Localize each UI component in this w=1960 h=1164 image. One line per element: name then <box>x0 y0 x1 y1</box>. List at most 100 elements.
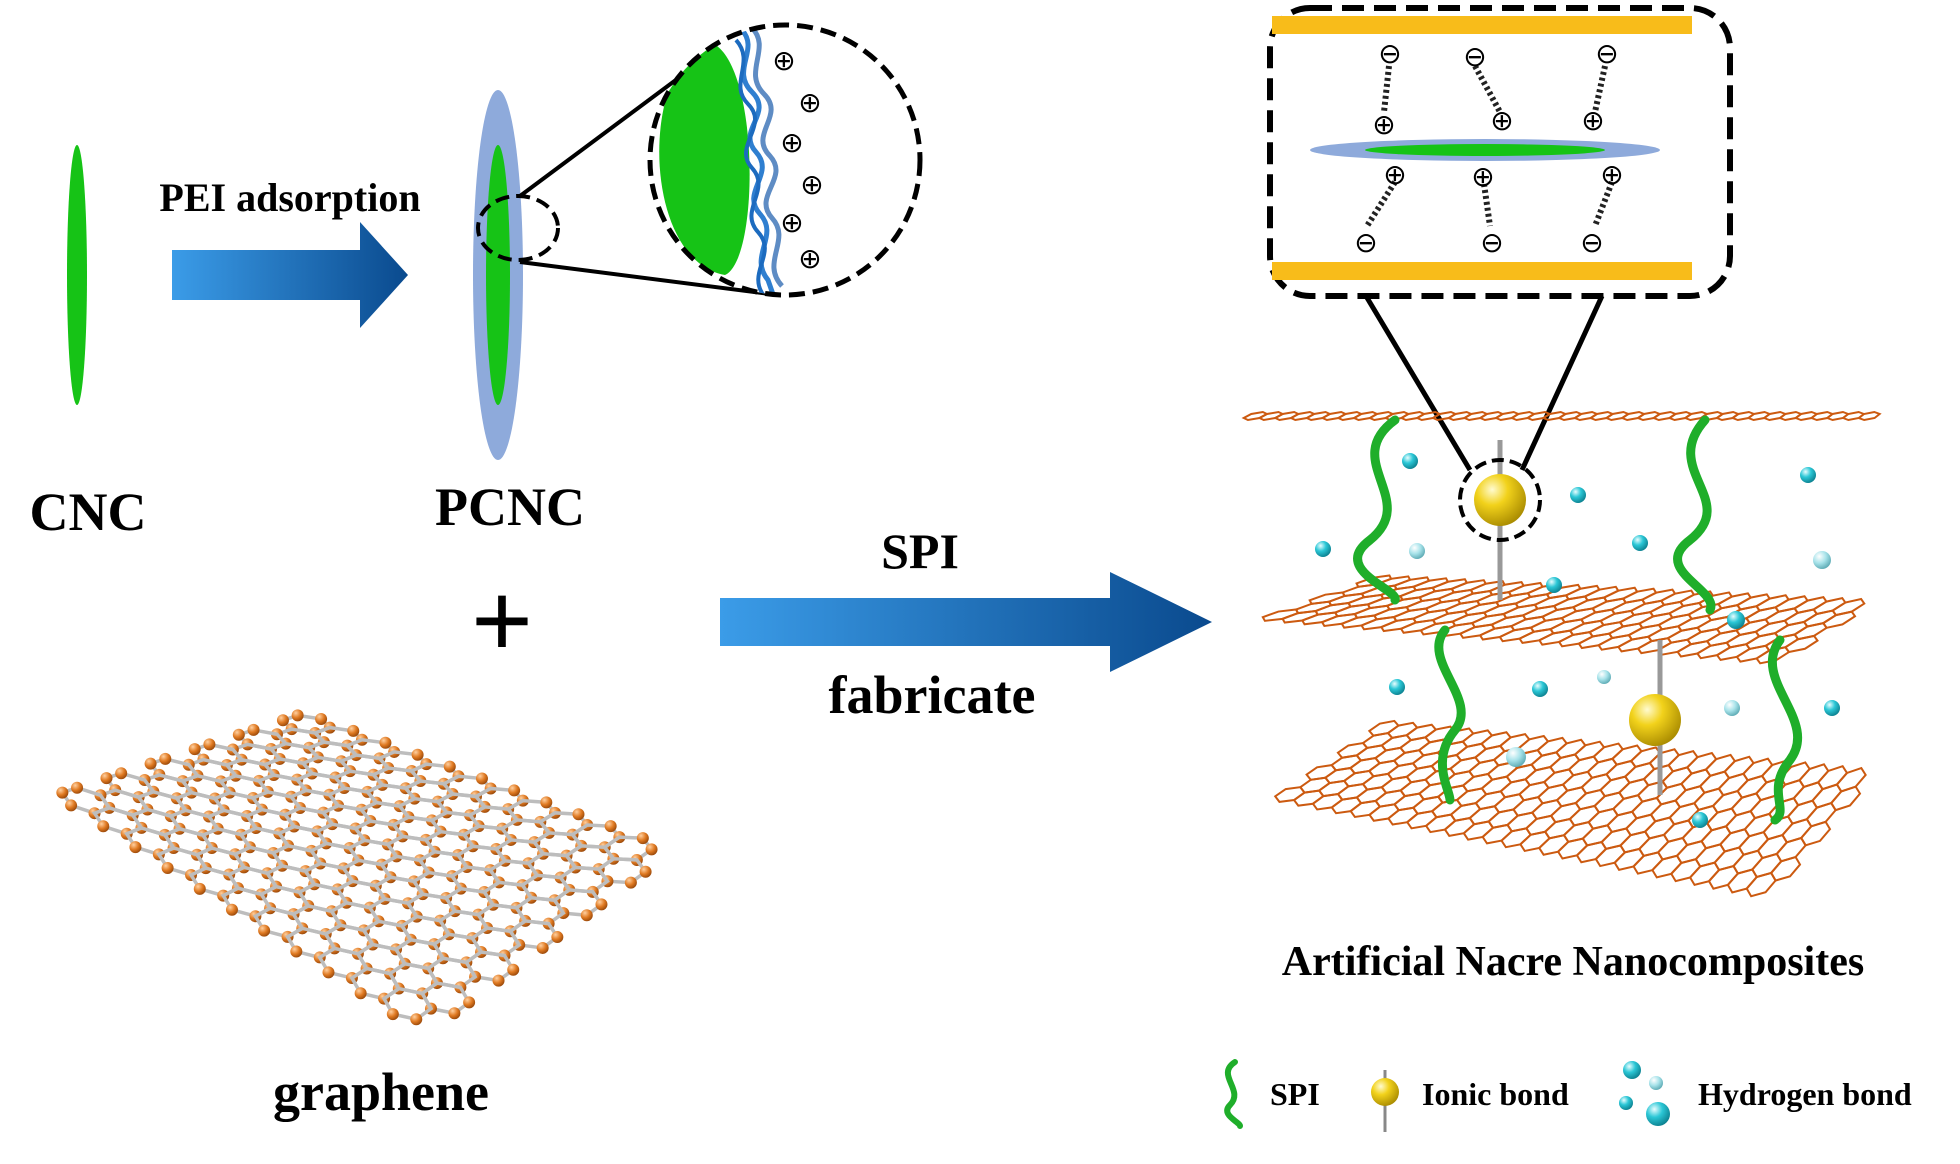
carbon-atom <box>258 924 271 937</box>
positive-charge: ⊕ <box>800 168 823 201</box>
carbon-atom <box>624 876 637 889</box>
positive-charge: ⊕ <box>1372 108 1395 141</box>
zoom-line-top <box>518 60 702 198</box>
pcnc-rod <box>473 90 523 460</box>
carbon-atom <box>315 712 328 725</box>
fabricate-arrow <box>720 572 1212 672</box>
cnc-rod <box>67 145 87 405</box>
positive-charge: ⊕ <box>798 242 821 275</box>
pei-adsorption-arrow <box>172 222 408 328</box>
carbon-atom <box>475 772 488 785</box>
positive-charge: ⊕ <box>1471 160 1494 193</box>
positive-charge: ⊕ <box>1581 104 1604 137</box>
lattice-hexagon <box>1830 785 1862 812</box>
carbon-atom <box>386 1008 399 1021</box>
carbon-atom <box>203 738 216 751</box>
lattice-hexagon <box>1856 410 1882 422</box>
carbon-atom <box>159 752 172 765</box>
ionic-bond-icon <box>1371 1070 1399 1132</box>
carbon-atom <box>508 784 521 797</box>
carbon-atom <box>443 760 456 773</box>
zoom-line-left <box>1363 294 1473 472</box>
carbon-atom <box>448 1007 461 1020</box>
lattice-hexagon <box>1783 634 1819 654</box>
carbon-atom <box>551 931 564 944</box>
carbon-atom <box>97 820 110 833</box>
zoom-line-right <box>1519 294 1605 472</box>
carbon-atom <box>276 714 289 727</box>
carbon-atom <box>507 963 520 976</box>
legend-label: Hydrogen bond <box>1698 1076 1912 1112</box>
fabricate-label: fabricate <box>829 665 1036 725</box>
carbon-atom <box>71 781 84 794</box>
negative-charge: ⊖ <box>1580 226 1603 259</box>
carbon-atom <box>129 841 142 854</box>
pei-chain <box>750 26 784 288</box>
carbon-atom <box>379 736 392 749</box>
hydrogen-bonds <box>1315 453 1840 828</box>
positive-charge: ⊕ <box>1383 158 1406 191</box>
carbon-atom <box>290 945 303 958</box>
carbon-atom <box>645 843 658 856</box>
pcnc-label: PCNC <box>435 477 585 537</box>
pei-chain <box>739 28 778 295</box>
plus-sign: + <box>471 560 534 682</box>
carbon-atom <box>580 909 593 922</box>
negative-charge: ⊖ <box>1480 226 1503 259</box>
carbon-atom <box>225 903 238 916</box>
carbon-atom <box>100 772 113 785</box>
cnc-label: CNC <box>30 482 147 542</box>
result-label: Artificial Nacre Nanocomposites <box>1282 939 1864 985</box>
carbon-atom <box>322 966 335 979</box>
carbon-atom <box>492 974 505 987</box>
carbon-atom <box>540 796 553 809</box>
graphene-label: graphene <box>273 1062 489 1122</box>
spi-chain-icon <box>1224 1059 1243 1129</box>
carbon-atom <box>347 724 360 737</box>
carbon-atom <box>232 728 245 741</box>
carbon-atom <box>291 709 304 722</box>
legend-label: Ionic bond <box>1422 1076 1569 1112</box>
positive-charge: ⊕ <box>780 206 803 239</box>
legend-label: SPI <box>1270 1076 1320 1112</box>
carbon-atom <box>639 865 652 878</box>
positive-charge: ⊕ <box>798 86 821 119</box>
carbon-atom <box>65 799 78 812</box>
pei-chain <box>734 38 767 295</box>
positive-charge: ⊕ <box>780 126 803 159</box>
carbon-atom <box>636 832 649 845</box>
positive-charge: ⊕ <box>1600 158 1623 191</box>
lattice-hexagon <box>1769 855 1802 882</box>
carbon-atom <box>193 882 206 895</box>
carbon-atom <box>411 748 424 761</box>
lattice-hexagon <box>1821 610 1857 629</box>
ionic-bond-inset: ⊖ ⊖ ⊖ ⊕ ⊕ ⊕ ⊕ ⊕ ⊕ ⊖ ⊖ ⊖ <box>1267 5 1733 299</box>
carbon-atom <box>144 757 157 770</box>
carbon-atom <box>188 743 201 756</box>
carbon-atom <box>572 808 585 821</box>
pei-adsorption-label: PEI adsorption <box>159 175 420 220</box>
carbon-atom <box>247 723 260 736</box>
carbon-atom <box>354 987 367 1000</box>
negative-charge: ⊖ <box>1354 226 1377 259</box>
carbon-atom <box>604 820 617 833</box>
carbon-atom <box>595 898 608 911</box>
pcnc-magnify-spot <box>476 194 560 262</box>
pcnc-zoom-inset: ⊕ ⊕ ⊕ ⊕ ⊕ ⊕ <box>647 22 923 298</box>
negative-charge: ⊖ <box>1378 37 1401 70</box>
carbon-atom <box>56 786 69 799</box>
negative-charge: ⊖ <box>1463 40 1486 73</box>
positive-charge: ⊕ <box>772 44 795 77</box>
ionic-bonds <box>1458 440 1681 795</box>
carbon-atom <box>161 862 174 875</box>
legend: SPI Ionic bond Hydrogen bond <box>1224 1059 1912 1132</box>
negative-charge: ⊖ <box>1595 37 1618 70</box>
top-plate <box>1272 16 1692 34</box>
nacre-layers <box>1241 410 1882 898</box>
carbon-atom <box>115 767 128 780</box>
spi-label: SPI <box>881 523 959 579</box>
carbon-atom <box>410 1013 423 1026</box>
positive-charge: ⊕ <box>1490 104 1513 137</box>
lattice-hexagon <box>1745 871 1777 898</box>
